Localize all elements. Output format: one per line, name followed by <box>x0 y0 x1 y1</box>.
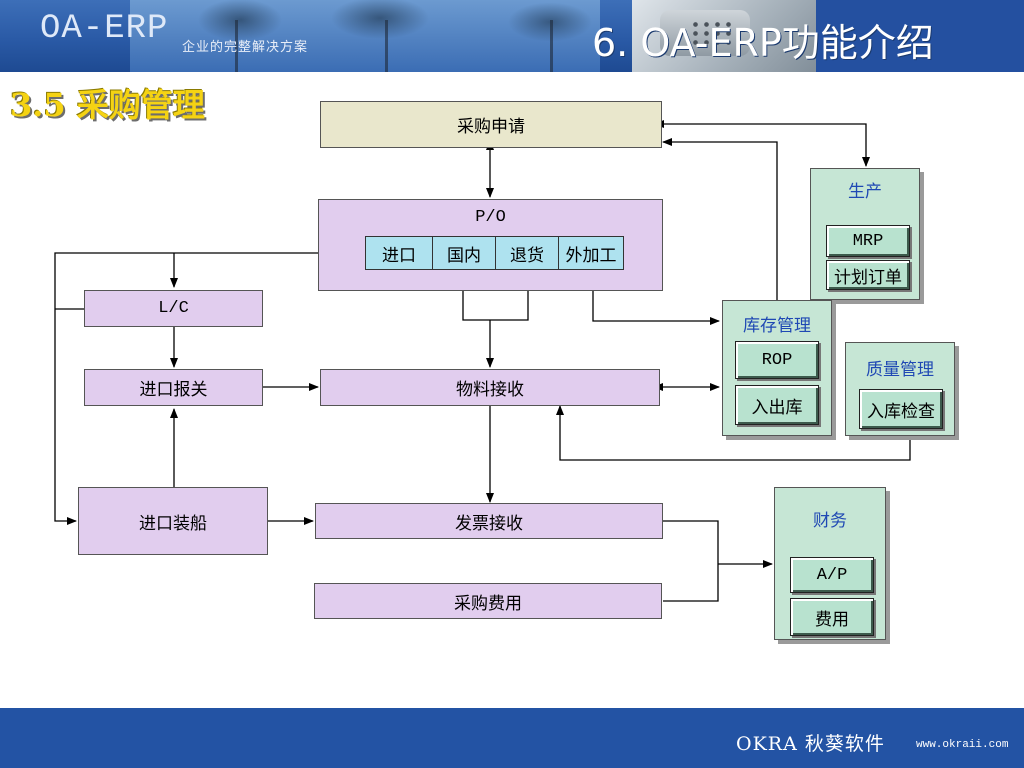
import-customs-box: 进口报关 <box>84 369 263 406</box>
logo: OA-ERP <box>40 10 169 48</box>
edge-domestic-return <box>462 271 529 321</box>
lc-box: L/C <box>84 290 263 327</box>
expense-label: 费用 <box>815 609 849 630</box>
ap-chip: A/P <box>790 557 874 593</box>
production-title: 生产 <box>848 182 882 202</box>
edge-inventory-request <box>662 138 778 300</box>
inventory-title: 库存管理 <box>743 316 811 336</box>
expense-chip: 费用 <box>790 598 874 636</box>
edge-request-production <box>654 120 870 167</box>
import-customs-label: 进口报关 <box>139 380 208 400</box>
po-cell-label: 退货 <box>510 245 544 266</box>
footer-banner <box>0 708 1024 768</box>
purchase-cost-label: 采购费用 <box>454 593 522 614</box>
palm-tree-image <box>130 0 600 72</box>
telephone-keypad <box>690 20 734 46</box>
planned-order-label: 计划订单 <box>834 267 902 288</box>
edge-import-shipping <box>54 252 365 525</box>
section-title: 3.5 采购管理 <box>10 86 205 124</box>
lc-label: L/C <box>158 299 189 318</box>
purchase-request-label: 采购申请 <box>457 117 525 137</box>
palm-trunk <box>235 20 238 72</box>
purchase-request-box: 采购申请 <box>320 101 662 148</box>
finance-title: 财务 <box>813 511 847 531</box>
edge-invoice-cost <box>663 520 719 602</box>
edge-quality-receipt <box>556 405 911 461</box>
import-shipping-box: 进口装船 <box>78 487 268 555</box>
footer-url: www.okraii.com <box>916 739 1009 751</box>
planned-order-chip: 计划订单 <box>826 260 910 290</box>
po-cell-label: 国内 <box>447 245 481 266</box>
logo-tagline: 企业的完整解决方案 <box>182 40 309 55</box>
rop-label: ROP <box>761 350 793 370</box>
ap-label: A/P <box>816 565 848 585</box>
po-cell-label: 进口 <box>382 245 416 266</box>
invoice-receipt-box: 发票接收 <box>315 503 663 539</box>
rop-chip: ROP <box>735 341 819 379</box>
material-receipt-box: 物料接收 <box>320 369 660 406</box>
header-title-background <box>816 0 1024 72</box>
quality-title: 质量管理 <box>866 360 934 380</box>
import-shipping-label: 进口装船 <box>139 513 207 534</box>
inbound-inspection-chip: 入库检查 <box>859 389 943 429</box>
mrp-chip: MRP <box>826 225 910 257</box>
header-banner <box>0 0 1024 72</box>
stock-inout-chip: 入出库 <box>735 385 819 425</box>
po-cell-outsourcing: 外加工 <box>558 236 624 270</box>
inbound-inspection-label: 入库检查 <box>867 401 935 422</box>
po-cell-return: 退货 <box>495 236 559 270</box>
page-title: 6. OA-ERP功能介绍 <box>592 21 934 65</box>
invoice-receipt-label: 发票接收 <box>455 513 523 534</box>
po-cell-import: 进口 <box>365 236 433 270</box>
material-receipt-label: 物料接收 <box>456 380 524 400</box>
footer-brand: OKRA 秋葵软件 <box>736 733 885 755</box>
stock-inout-label: 入出库 <box>751 397 803 418</box>
mrp-label: MRP <box>852 231 884 251</box>
po-cell-domestic: 国内 <box>432 236 496 270</box>
po-cell-label: 外加工 <box>565 245 617 266</box>
purchase-cost-box: 采购费用 <box>314 583 662 619</box>
palm-trunk <box>385 20 388 72</box>
po-label: P/O <box>475 208 506 227</box>
palm-trunk <box>550 20 553 72</box>
